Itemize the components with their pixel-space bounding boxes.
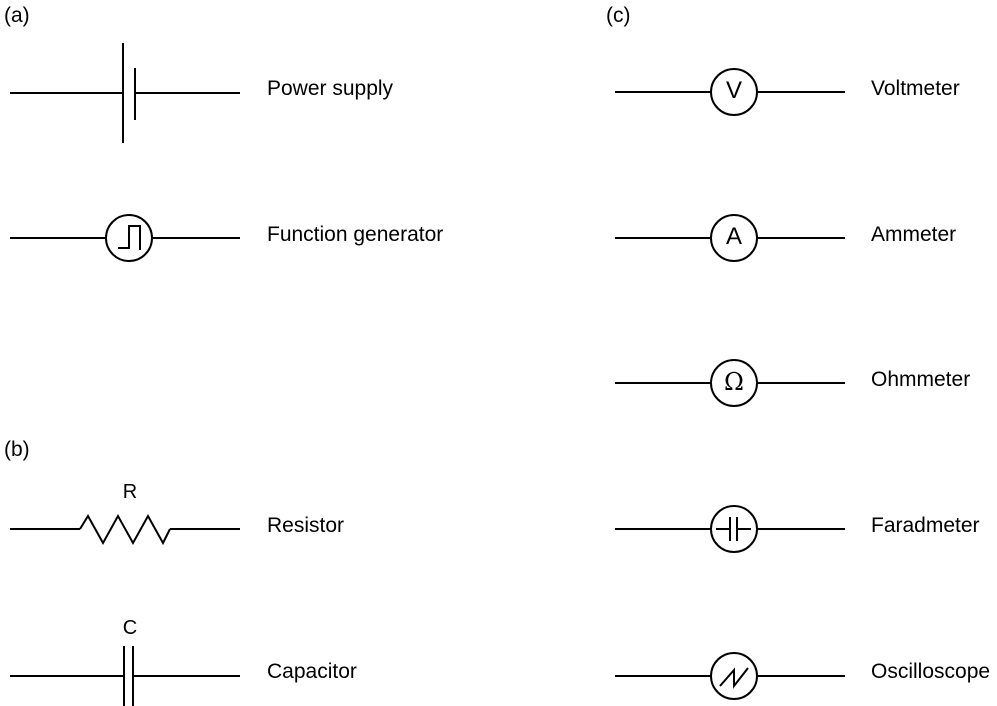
oscilloscope-symbol xyxy=(615,652,845,700)
function-generator-symbol xyxy=(10,214,240,262)
power-supply-label: Power supply xyxy=(267,77,394,100)
faradmeter-symbol xyxy=(615,505,845,553)
voltmeter-letter: V xyxy=(725,77,742,104)
function-generator-label: Function generator xyxy=(267,223,444,246)
resistor-symbol-letter: R xyxy=(122,481,138,503)
oscilloscope-label: Oscilloscope xyxy=(871,660,991,683)
resistor-label: Resistor xyxy=(267,514,345,537)
ammeter-symbol xyxy=(615,214,845,262)
section-label-b: (b) xyxy=(4,438,30,461)
ohmmeter-letter: Ω xyxy=(724,368,744,396)
faradmeter-label: Faradmeter xyxy=(871,514,980,537)
capacitor-symbol-letter: C xyxy=(122,617,138,639)
section-label-a: (a) xyxy=(4,4,30,27)
voltmeter-label: Voltmeter xyxy=(871,77,960,100)
capacitor-label: Capacitor xyxy=(267,660,357,683)
power-supply-symbol xyxy=(10,43,240,143)
voltmeter-symbol xyxy=(615,68,845,116)
capacitor-symbol xyxy=(10,646,240,706)
ohmmeter-symbol xyxy=(615,359,845,407)
resistor-symbol xyxy=(10,513,240,546)
section-label-c: (c) xyxy=(606,4,631,27)
ammeter-letter: A xyxy=(725,223,742,250)
ammeter-label: Ammeter xyxy=(871,223,957,246)
ohmmeter-label: Ohmmeter xyxy=(871,368,971,391)
